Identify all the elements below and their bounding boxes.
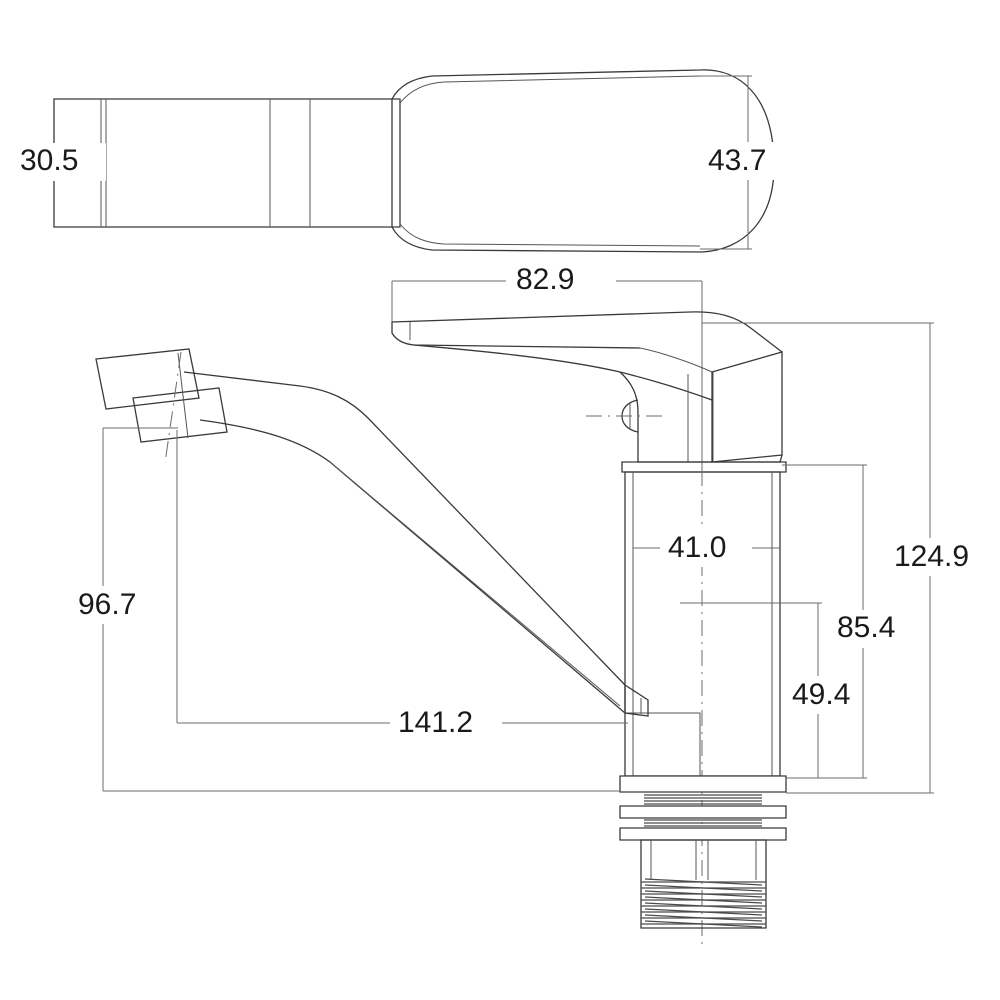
lever-underside <box>413 344 713 401</box>
dim-1249-text: 124.9 <box>894 540 969 573</box>
aerator-outer <box>95 348 200 410</box>
lever-underside-inner <box>639 347 713 373</box>
handle-shank-outline <box>53 98 401 228</box>
aerator-centerline <box>164 351 182 464</box>
dim-829-text: 82.9 <box>516 263 574 296</box>
washer-ribs-lower <box>644 819 762 827</box>
dim-410-text: 41.0 <box>668 531 726 564</box>
lever-front-edge <box>391 322 641 349</box>
dim-305-text-bg <box>14 143 106 181</box>
dim-437-text-bg <box>700 142 796 180</box>
shank-collar <box>619 775 787 793</box>
spout-inner-line <box>329 461 621 707</box>
threaded-shank-outline <box>640 839 767 929</box>
dim-1249-text-bg <box>888 538 1000 576</box>
dim-854-text-bg <box>831 610 923 648</box>
dim-410-text-bg <box>660 529 752 567</box>
dim-854-text: 85.4 <box>837 611 895 644</box>
dim-437-text: 43.7 <box>708 144 766 177</box>
washer-plate-2 <box>619 827 787 841</box>
spout-top-profile <box>183 371 626 686</box>
shank-threads <box>641 878 766 928</box>
dim-967-text-bg <box>72 586 180 624</box>
dim-1412-text: 141.2 <box>398 706 473 739</box>
dim-829-text-bg <box>506 262 616 300</box>
lever-housing-left <box>637 440 712 463</box>
spout-tip-face <box>624 683 649 717</box>
washer-ribs-upper <box>644 794 762 805</box>
aerator-divider <box>177 352 189 439</box>
lever-neck-curve <box>619 371 639 440</box>
spout-bottom-profile <box>199 419 626 714</box>
spout-joint-box <box>625 712 701 776</box>
handle-grip-inner-seam-lower <box>399 223 701 247</box>
cartridge-cap-outline <box>711 351 783 463</box>
handle-grip-inner-seam <box>399 75 701 104</box>
dim-494-text: 49.4 <box>792 678 850 711</box>
dim-1412-text-bg <box>390 704 502 742</box>
dim-305-text: 30.5 <box>20 144 78 177</box>
top-view-group: 43.7 30.5 <box>14 69 796 253</box>
base-flange <box>621 461 787 473</box>
dim-967-text: 96.7 <box>78 588 136 621</box>
aerator-inner <box>132 387 228 443</box>
washer-stack <box>619 794 787 841</box>
lever-top-surface <box>391 311 783 353</box>
washer-plate-1 <box>619 805 787 819</box>
front-view-group: 82.9 <box>72 262 1000 950</box>
